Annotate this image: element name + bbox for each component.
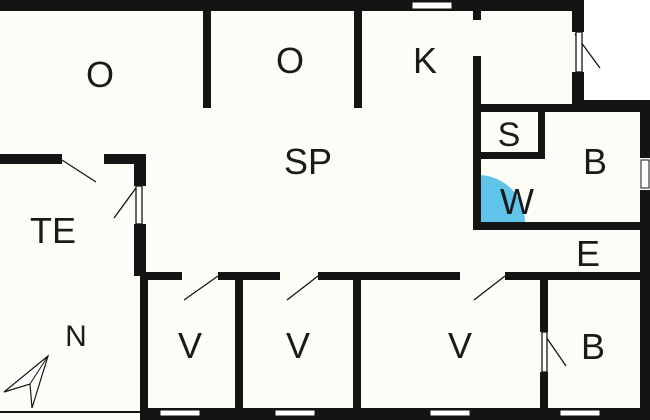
compass-icon: N	[3, 320, 87, 409]
room-label-sp: SP	[284, 141, 332, 182]
room-label-o2: O	[276, 40, 304, 81]
room-label-b-lower: B	[581, 326, 605, 367]
room-label-v2: V	[286, 325, 310, 366]
water-area	[478, 175, 525, 222]
windows	[159, 1, 650, 417]
room-label-k: K	[413, 40, 437, 81]
room-label-o1: O	[86, 54, 114, 95]
compass-label: N	[65, 320, 87, 353]
room-label-v1: V	[178, 325, 202, 366]
room-label-s: S	[498, 116, 521, 154]
room-label-b-upper: B	[583, 141, 607, 182]
room-label-e: E	[576, 233, 600, 274]
doors	[61, 31, 601, 373]
room-label-v3: V	[448, 325, 472, 366]
room-label-te: TE	[30, 210, 76, 251]
room-label-w: W	[500, 181, 534, 222]
